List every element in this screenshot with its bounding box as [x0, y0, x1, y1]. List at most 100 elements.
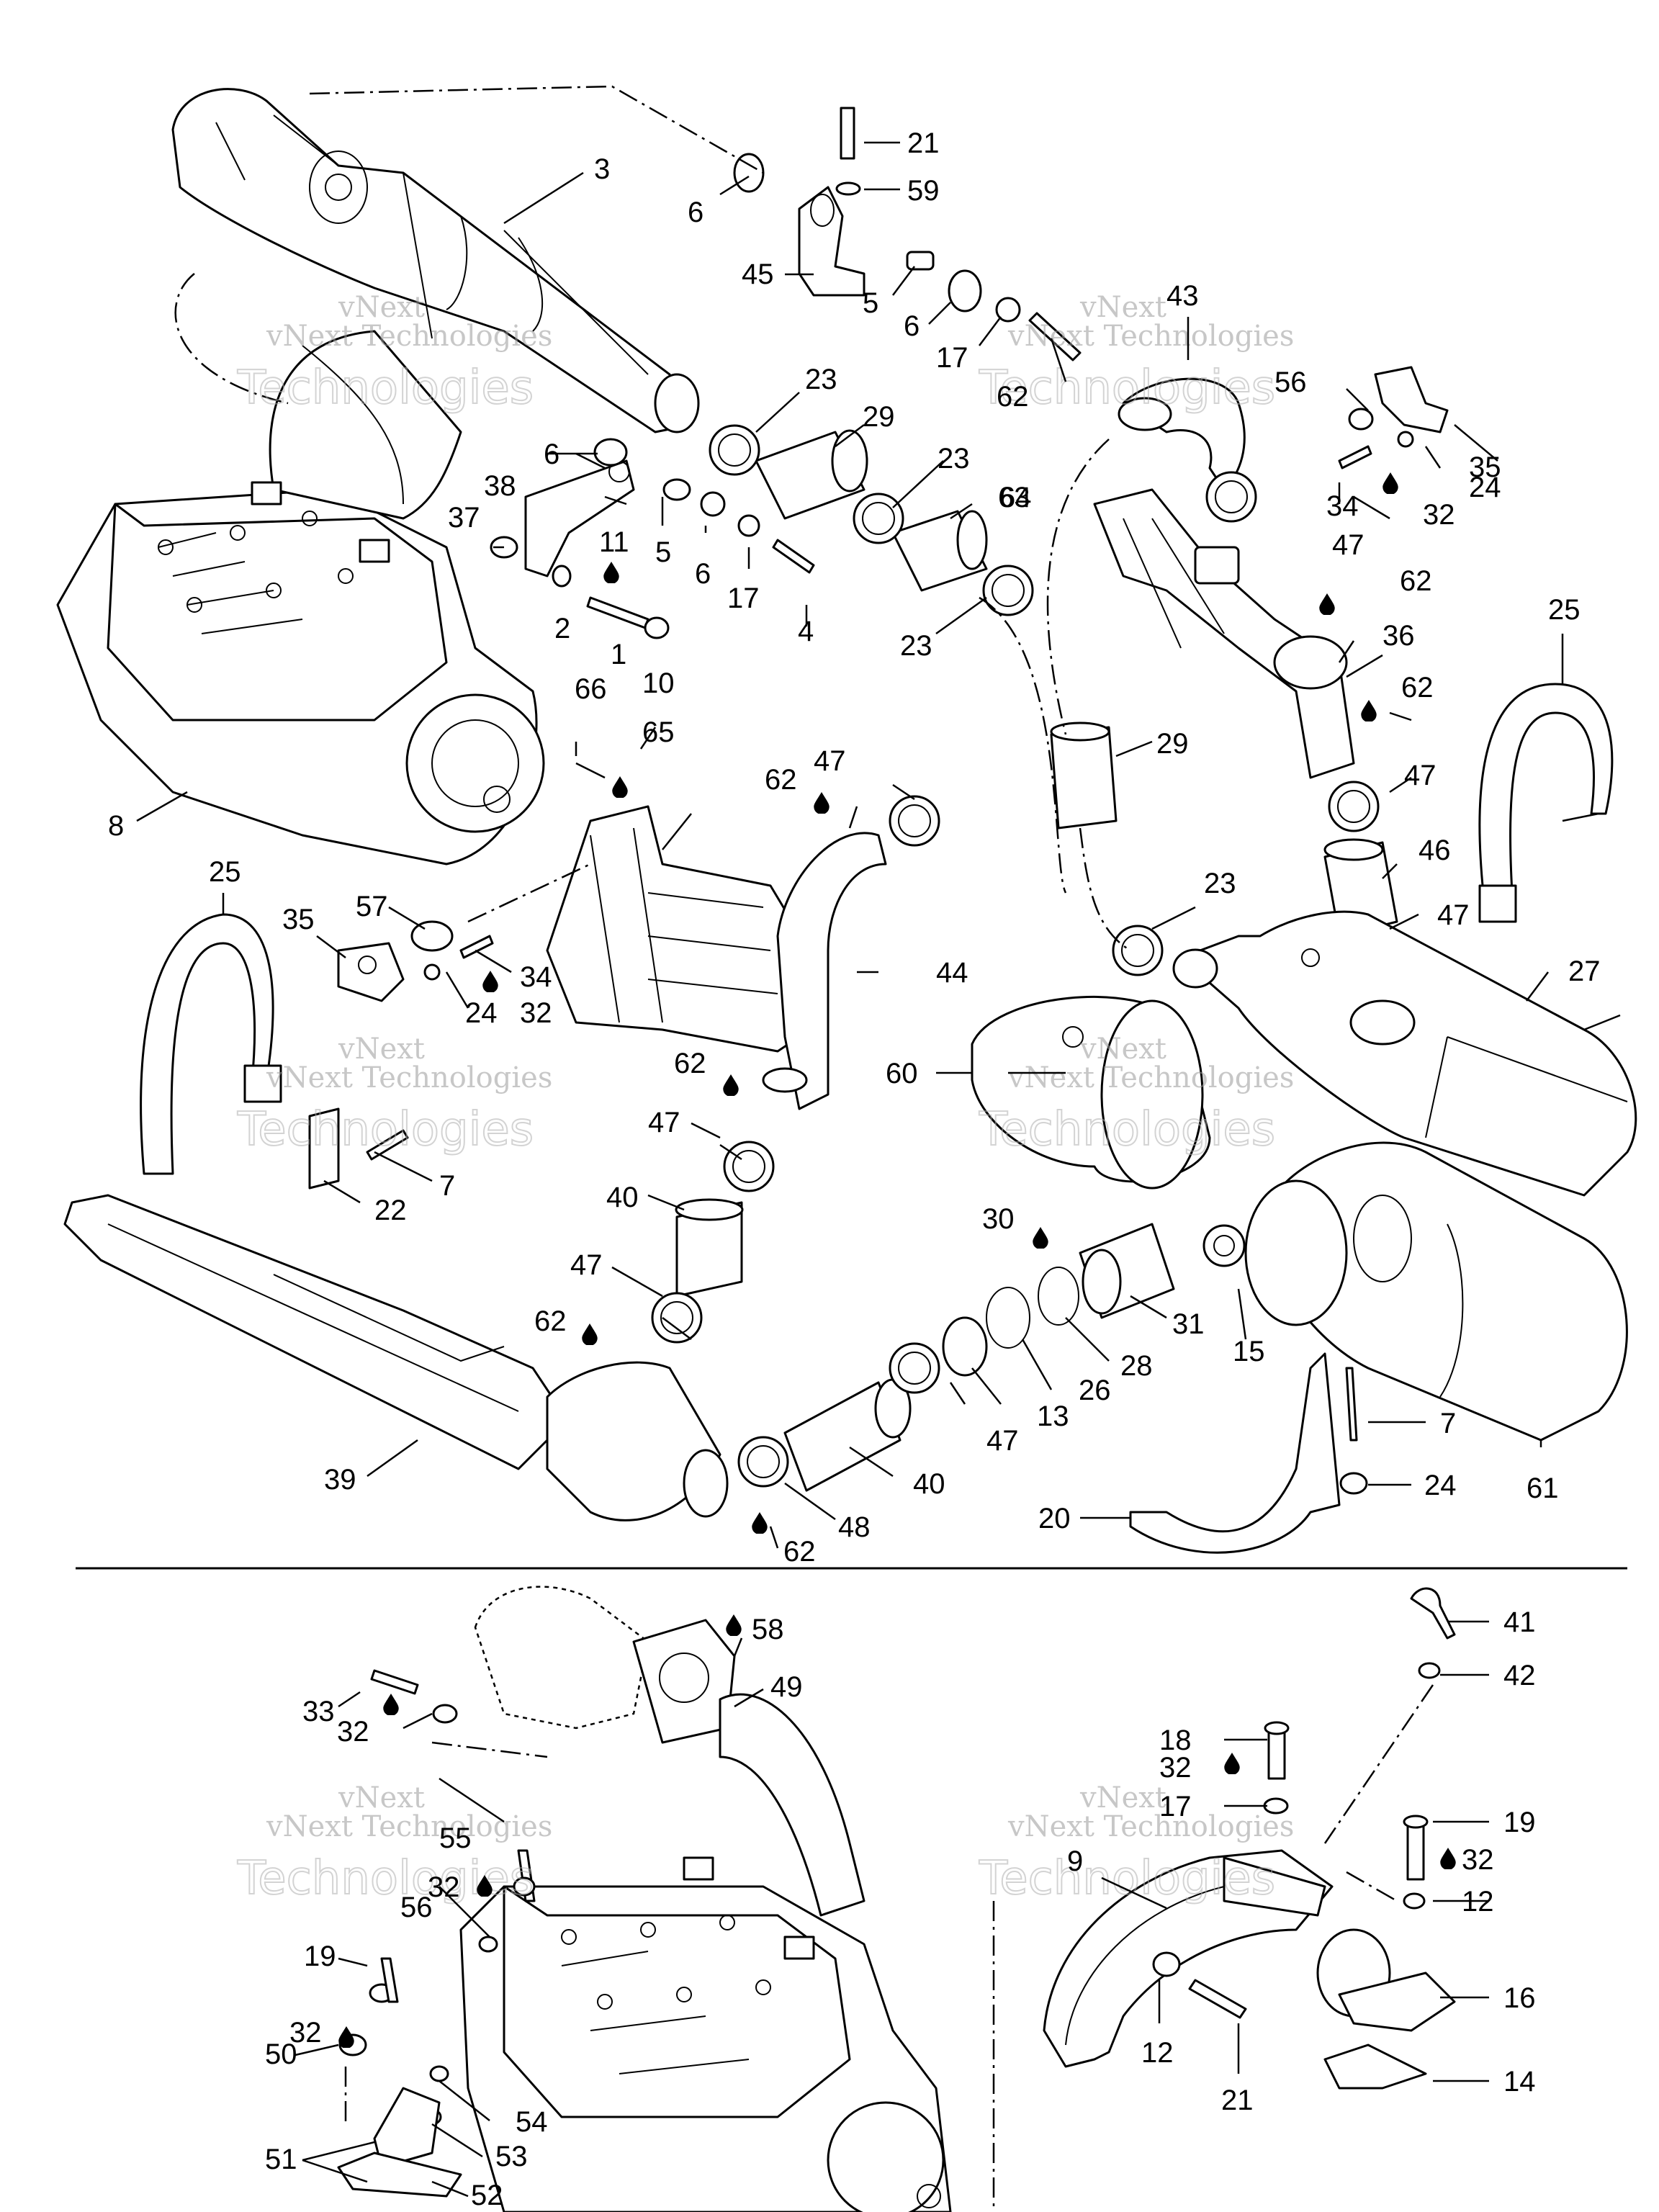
callout-60: 61	[1527, 1473, 1559, 1504]
callout-58: 59	[907, 175, 940, 207]
part-44-pipe	[546, 795, 940, 1344]
callout-8: 8	[108, 810, 124, 842]
lubricant-drop-icon	[1319, 593, 1335, 615]
part-9-guard	[1043, 1849, 1334, 2068]
callout-35: 35	[282, 904, 315, 935]
callout-29: 29	[1156, 728, 1189, 760]
callout-36: 36	[1382, 620, 1415, 652]
callout-28: 28	[1120, 1350, 1153, 1382]
watermark-mid-right: vNext vNext Technologies Technologies	[978, 1033, 1294, 1157]
watermark-text: Technologies	[979, 1852, 1275, 1905]
callout-25: 25	[209, 856, 241, 888]
watermark-text: vNext Technologies	[266, 320, 552, 353]
callout-15: 15	[1233, 1336, 1265, 1367]
watermark-text: vNext Technologies	[1007, 1061, 1294, 1094]
callout-37: 37	[448, 502, 480, 534]
callout-32: 32	[428, 1871, 460, 1903]
watermark-text: Technologies	[237, 1852, 534, 1905]
callout-5: 5	[863, 287, 878, 319]
part-3-tuned-pipe	[171, 88, 700, 433]
callout-49: 50	[265, 2038, 297, 2070]
callout-27: 27	[1568, 956, 1601, 987]
callout-46: 46	[1419, 835, 1451, 866]
callout-30: 30	[982, 1203, 1015, 1235]
callout-17: 17	[936, 342, 968, 374]
callout-20: 20	[1038, 1503, 1071, 1534]
callout-6: 6	[688, 197, 703, 228]
part-8-engine	[56, 330, 545, 866]
watermark-top-right: vNext vNext Technologies Technologies	[978, 291, 1294, 415]
watermark-text: vNext	[1079, 291, 1166, 324]
callout-22: 22	[374, 1195, 407, 1226]
callout-14: 14	[1503, 2066, 1536, 2098]
callout-63: 64	[999, 482, 1032, 513]
callout-25: 25	[1548, 594, 1581, 626]
callout-47: 47	[1404, 760, 1437, 791]
callout-32: 32	[337, 1716, 369, 1748]
callout-45: 45	[742, 258, 774, 290]
callout-33: 33	[302, 1696, 335, 1727]
callout-23: 23	[938, 443, 970, 475]
callout-40: 40	[606, 1182, 639, 1213]
callout-35: 35	[1469, 451, 1501, 483]
watermark-mid-left: vNext vNext Technologies Technologies	[236, 1033, 552, 1157]
callout-12: 12	[1462, 1886, 1494, 1917]
part-45-bracket-group	[733, 107, 1082, 361]
callout-59: 60	[886, 1058, 918, 1089]
callout-62: 62	[1401, 672, 1434, 703]
parts-artwork	[56, 85, 1637, 2212]
lubricant-drop-icon	[1224, 1753, 1240, 1774]
lubricant-drop-icon	[1361, 700, 1377, 721]
watermark-group: vNext vNext Technologies Technologies vN…	[236, 291, 1294, 1906]
reference-lines	[174, 85, 1434, 2212]
callout-6: 6	[904, 310, 920, 342]
callout-23: 23	[805, 364, 837, 395]
callout-17: 17	[1159, 1791, 1192, 1822]
part-35-56-fittings-left	[337, 920, 494, 1002]
callout-5: 5	[655, 536, 671, 568]
callout-32: 32	[1462, 1844, 1494, 1876]
callout-17: 17	[727, 583, 760, 614]
callout-21: 21	[907, 127, 940, 159]
lubricant-drop-icon	[603, 562, 619, 583]
callout-41: 41	[1503, 1606, 1536, 1638]
part-59-can	[971, 995, 1211, 1190]
leader-lines	[136, 141, 1621, 2198]
watermark-text: vNext	[338, 291, 425, 324]
callout-64: 65	[642, 716, 675, 748]
callout-23: 23	[1204, 868, 1236, 899]
callout-32: 32	[1159, 1752, 1192, 1784]
callout-13: 13	[1037, 1401, 1069, 1432]
callout-3: 3	[594, 153, 610, 185]
part-20-strap	[1129, 1352, 1368, 1554]
callout-55: 56	[400, 1892, 433, 1923]
lubricant-drop-icon	[814, 792, 830, 814]
callout-44: 44	[936, 957, 968, 989]
part-39-water-box	[63, 1194, 940, 1521]
callout-54: 55	[439, 1822, 472, 1854]
watermark-text: vNext Technologies	[266, 1061, 552, 1094]
callout-62: 62	[1400, 565, 1432, 597]
callout-labels: 1 2 3 4 5 5 6 6 6 6 7 7 8 9 10 11 12 12 …	[108, 127, 1601, 2211]
part-27-muffler	[1172, 910, 1637, 1197]
part-36-43-pipes	[1093, 366, 1449, 779]
callout-62: 62	[783, 1536, 816, 1568]
callout-42: 42	[1503, 1660, 1536, 1691]
lubricant-drop-icon	[582, 1323, 598, 1345]
callout-43: 43	[1166, 280, 1199, 312]
callout-50: 51	[265, 2144, 297, 2175]
callout-47: 47	[814, 745, 846, 777]
part-25-strap-right	[1478, 683, 1614, 923]
lubricant-drop-icon	[383, 1694, 399, 1715]
part-13-31-fittings	[942, 1223, 1175, 1377]
callout-47: 47	[570, 1249, 603, 1281]
callout-62: 62	[765, 764, 797, 796]
part-38-bracket-group	[490, 438, 815, 639]
callout-29: 29	[863, 401, 895, 433]
callout-6: 6	[695, 558, 711, 590]
callout-52: 53	[495, 2141, 528, 2172]
callout-32: 32	[1423, 499, 1455, 531]
watermark-top-left: vNext vNext Technologies Technologies	[236, 291, 552, 415]
watermark-text: Technologies	[979, 361, 1275, 415]
